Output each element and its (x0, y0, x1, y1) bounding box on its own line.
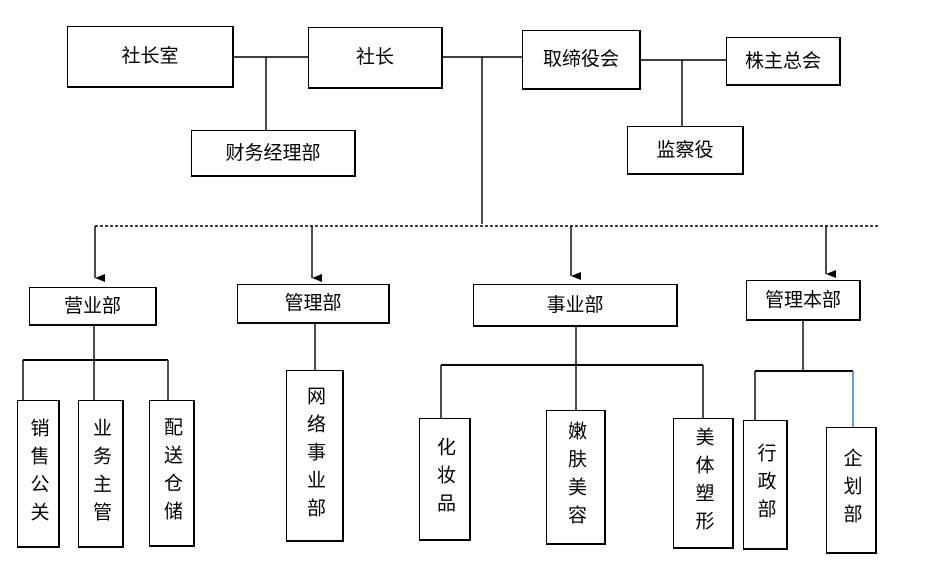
business-dept-box: 事业部 (473, 284, 678, 327)
business-dept-label: 事业部 (546, 293, 604, 316)
body-shaping-box: 美体塑形 (673, 418, 734, 549)
board-box: 取缔役会 (522, 30, 641, 90)
president-office-box: 社长室 (67, 26, 234, 88)
delivery-label: 配送仓储 (161, 417, 183, 529)
president-box: 社长 (308, 27, 443, 89)
network-label: 网络事业部 (304, 385, 326, 526)
auditor-box: 监察役 (627, 126, 744, 175)
planning-label: 企划部 (840, 448, 863, 532)
shareholders-box: 株主总会 (726, 37, 841, 86)
sales-pr-label: 销售公关 (27, 417, 50, 530)
president-label: 社长 (355, 46, 394, 68)
administration-box: 行政部 (743, 420, 788, 550)
admin-hq-box: 管理本部 (746, 280, 861, 321)
business-mgr-label: 业务主管 (90, 417, 112, 530)
administration-label: 行政部 (754, 442, 777, 527)
sales-pr-box: 销售公关 (17, 400, 60, 548)
president-office-label: 社长室 (121, 45, 179, 67)
auditor-label: 监察役 (656, 138, 714, 161)
cosmetics-label: 化妆品 (434, 437, 456, 521)
management-dept-label: 管理部 (284, 292, 342, 314)
finance-box: 财务经理部 (191, 130, 356, 177)
skin-beauty-label: 嫩肤美容 (565, 421, 587, 533)
skin-beauty-box: 嫩肤美容 (546, 410, 606, 545)
planning-box: 企划部 (826, 427, 877, 554)
board-label: 取缔役会 (542, 48, 619, 70)
admin-hq-label: 管理本部 (764, 288, 841, 311)
delivery-box: 配送仓储 (149, 400, 195, 547)
body-shaping-label: 美体塑形 (692, 427, 715, 539)
management-dept-box: 管理部 (237, 284, 390, 324)
cosmetics-box: 化妆品 (419, 418, 471, 541)
business-mgr-box: 业务主管 (78, 400, 124, 548)
network-box: 网络事业部 (286, 370, 344, 542)
shareholders-label: 株主总会 (744, 49, 821, 72)
sales-dept-label: 营业部 (63, 294, 121, 317)
finance-label: 财务经理部 (225, 141, 321, 164)
sales-dept-box: 营业部 (29, 287, 157, 326)
